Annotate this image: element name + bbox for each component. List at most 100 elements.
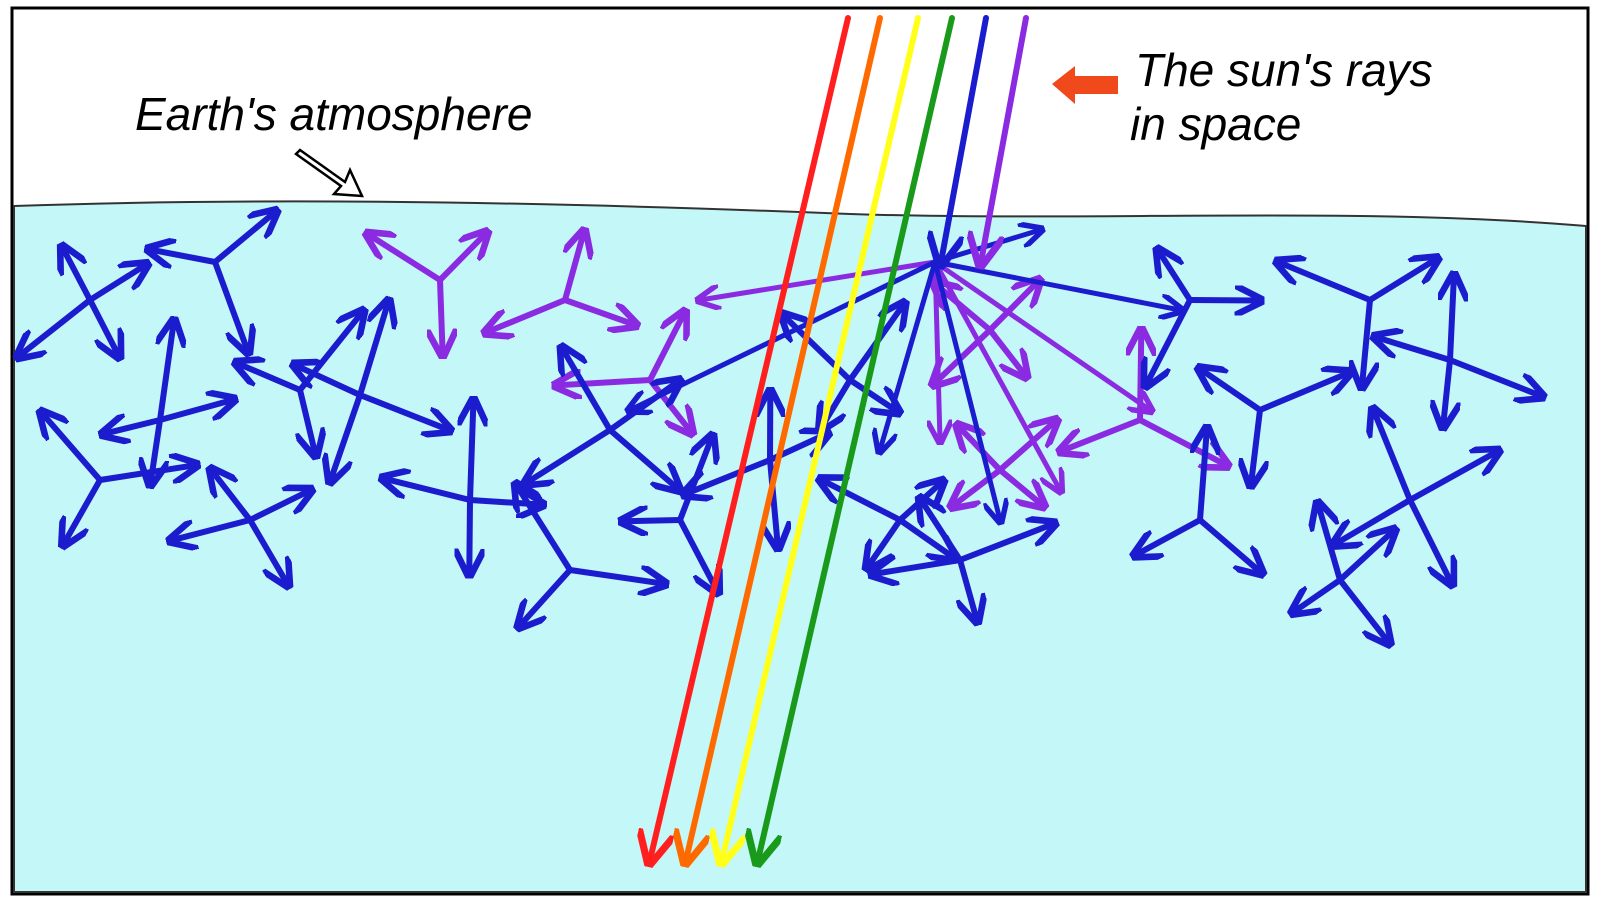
sun-ray-green bbox=[758, 15, 955, 860]
sun-ray-line bbox=[650, 15, 851, 860]
scatter-arrow bbox=[624, 520, 683, 521]
scatter-arrow bbox=[87, 265, 146, 303]
scatter-arrow bbox=[63, 248, 93, 303]
scatter-arrow bbox=[1374, 411, 1413, 503]
scatter-arrow bbox=[331, 392, 363, 480]
scatter-arrow bbox=[1337, 531, 1393, 583]
scatter-arrow bbox=[935, 327, 993, 383]
scatter-arrow bbox=[1407, 497, 1451, 583]
scatter-arrow bbox=[770, 457, 778, 546]
sun-rays-label-line1: The sun's rays bbox=[1135, 44, 1433, 96]
scatter-arrow bbox=[212, 471, 253, 523]
sun-rays bbox=[650, 15, 1029, 860]
scatter-arrow bbox=[1337, 577, 1388, 642]
scatter-arrow bbox=[822, 480, 903, 523]
scatter-arrow bbox=[440, 277, 443, 353]
scatter-arrow bbox=[97, 465, 195, 480]
scatter-arrow bbox=[959, 427, 1003, 473]
scatter-arrow bbox=[1443, 357, 1450, 425]
scatter-arrow bbox=[172, 517, 253, 540]
scatter-arrow bbox=[1187, 300, 1259, 301]
sun-ray-yellow bbox=[722, 15, 921, 860]
scatter-arrow bbox=[1294, 577, 1343, 612]
sun-ray-violet bbox=[981, 15, 1029, 262]
scatter-arrow bbox=[960, 557, 977, 620]
scatter-arrow bbox=[677, 517, 717, 591]
scatter-arrow bbox=[1062, 417, 1143, 451]
scatter-arrow bbox=[997, 467, 1042, 505]
scatter-arrow bbox=[897, 482, 942, 523]
sun-ray-line bbox=[722, 15, 921, 860]
sun-ray-line bbox=[941, 15, 989, 262]
scatter-arrow bbox=[1257, 373, 1348, 413]
scatter-arrow bbox=[1197, 517, 1261, 572]
scatter-arrow bbox=[517, 486, 573, 573]
scattered-light-arrows bbox=[19, 212, 1541, 642]
left-arrow-icon bbox=[1052, 66, 1118, 104]
scatter-arrow bbox=[150, 250, 218, 262]
sun-ray-line bbox=[981, 15, 1029, 262]
sun-ray-line bbox=[686, 15, 883, 860]
scatter-arrow bbox=[997, 421, 1055, 473]
scatter-arrow bbox=[935, 259, 940, 440]
scatter-arrow bbox=[357, 392, 448, 430]
scatter-arrow bbox=[957, 524, 1053, 563]
scatter-arrow bbox=[562, 233, 584, 303]
hollow-arrow-icon bbox=[294, 148, 365, 198]
scatter-arrow bbox=[563, 349, 613, 433]
scatter-arrow bbox=[987, 281, 1038, 333]
scatter-arrow bbox=[247, 517, 287, 584]
scatter-arrow bbox=[160, 322, 174, 423]
scatter-arrow bbox=[87, 297, 118, 355]
scatter-arrow bbox=[1450, 277, 1454, 363]
scatter-arrow bbox=[1367, 259, 1436, 303]
scatter-arrow bbox=[932, 259, 1060, 490]
scatter-arrow bbox=[1376, 337, 1453, 363]
scatter-arrow bbox=[1136, 517, 1203, 555]
scatter-arrow bbox=[487, 297, 568, 332]
scatter-arrow bbox=[470, 402, 473, 503]
scatter-arrow bbox=[520, 567, 573, 626]
scatter-arrow bbox=[987, 327, 1025, 375]
sun-ray-red bbox=[650, 15, 851, 860]
scatter-arrow bbox=[897, 517, 953, 557]
scatter-arrow bbox=[847, 377, 897, 411]
scatter-arrow bbox=[647, 313, 684, 383]
scatter-arrow bbox=[212, 212, 275, 265]
scatter-arrow bbox=[1447, 357, 1541, 396]
scatter-arrow bbox=[932, 259, 1000, 520]
scatter-arrow bbox=[64, 477, 103, 543]
scatter-arrow bbox=[437, 234, 486, 283]
scatter-arrow bbox=[932, 259, 1150, 410]
scatter-arrow bbox=[19, 297, 93, 356]
sun-ray-orange bbox=[686, 15, 883, 860]
scatter-arrow bbox=[607, 427, 678, 489]
scatter-arrow bbox=[630, 259, 938, 410]
scatter-arrow bbox=[1407, 452, 1497, 503]
scatter-arrow bbox=[1201, 369, 1263, 413]
scatter-arrow bbox=[562, 297, 634, 325]
scatter-arrow bbox=[567, 570, 663, 584]
sun-ray-line bbox=[758, 15, 955, 860]
scatter-arrow bbox=[953, 467, 1003, 506]
sun-ray-blue bbox=[941, 15, 989, 262]
scatter-arrow bbox=[247, 491, 310, 523]
scatter-arrow bbox=[357, 303, 388, 398]
scatter-arrow bbox=[880, 259, 938, 450]
scatter-arrow bbox=[1362, 297, 1370, 385]
atmosphere-region bbox=[13, 200, 1587, 893]
scatter-arrow bbox=[157, 400, 232, 423]
scatter-arrow bbox=[212, 259, 248, 351]
scatter-arrow bbox=[1318, 505, 1343, 583]
scatter-arrow bbox=[384, 479, 473, 503]
scatter-arrow bbox=[686, 457, 773, 494]
scatter-arrow bbox=[300, 387, 315, 454]
scatter-arrow bbox=[868, 517, 903, 567]
atmosphere-label: Earth's atmosphere bbox=[135, 88, 532, 140]
scatter-arrow bbox=[296, 365, 363, 398]
sun-rays-label-line2: in space bbox=[1130, 98, 1301, 150]
scatter-arrow bbox=[1200, 430, 1207, 523]
scatter-arrow bbox=[1137, 417, 1226, 465]
scatter-arrow bbox=[677, 438, 712, 523]
